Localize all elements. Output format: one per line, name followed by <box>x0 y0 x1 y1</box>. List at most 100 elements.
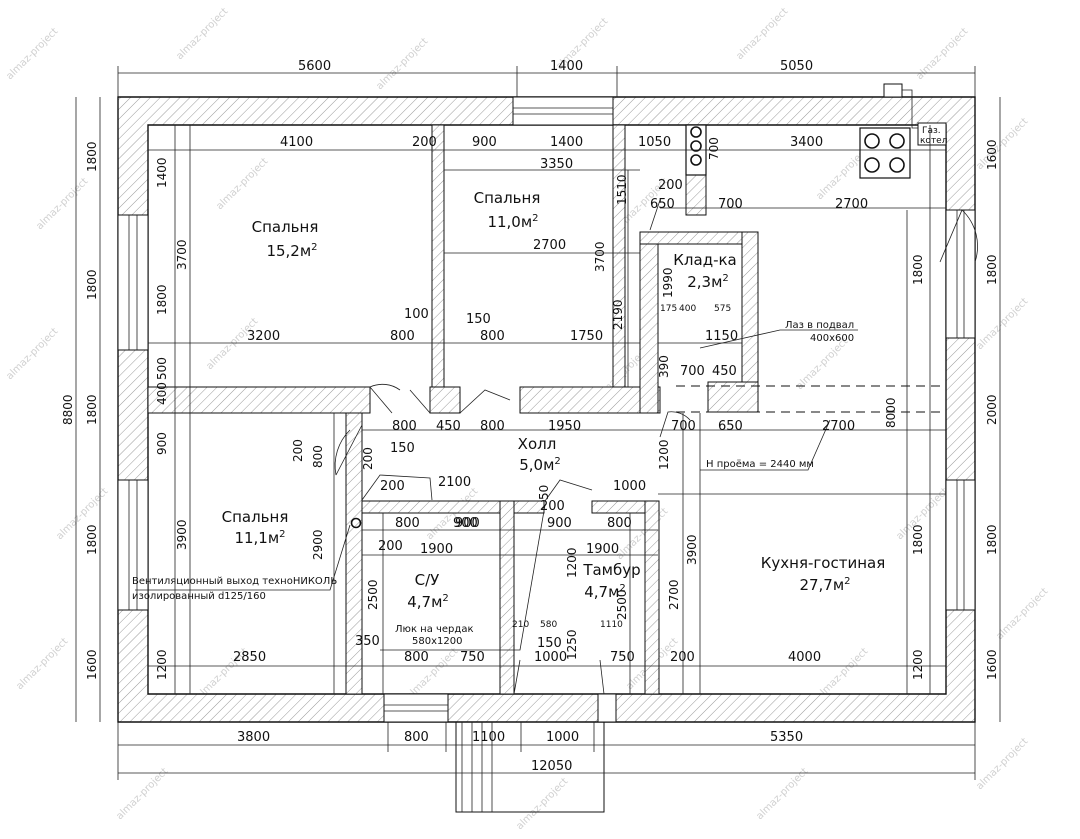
dim-inner-h: 1900 <box>420 542 453 557</box>
dim-inner-h: 200 <box>412 135 437 150</box>
annotations: Лаз в подвал 400х600 Н проёма = 2440 мм … <box>132 126 947 647</box>
svg-text:4,7м2: 4,7м2 <box>407 593 449 611</box>
dim-inner-v: 50 <box>537 485 551 500</box>
dim-inner-h: 4100 <box>280 135 313 150</box>
watermark-text: almaz-project <box>974 296 1030 352</box>
dim-inner-v: 900 <box>155 432 169 455</box>
room-area-sup-bedroom1: 2 <box>311 242 317 253</box>
dim-inner-h: 2700 <box>822 419 855 434</box>
watermark-text: almaz-project <box>14 636 70 692</box>
wall-closet-left <box>639 231 659 414</box>
svg-text:11,0м2: 11,0м2 <box>487 213 538 231</box>
wall-closet-right <box>741 231 759 383</box>
dim-inner-v: 1200 <box>155 649 169 680</box>
dim-inner-v: 1800 <box>911 254 925 285</box>
dim-inner-h: 1950 <box>548 419 581 434</box>
dim-inner-v: 3900 <box>685 534 699 565</box>
watermark-text: almaz-project <box>734 6 790 62</box>
dim-inner-h: 900 <box>547 516 572 531</box>
room-area-bedroom3: 11,1м <box>234 529 279 547</box>
dim-inner-v: 800 <box>311 445 325 468</box>
dim-inner-h: 2700 <box>533 238 566 253</box>
dim-right: 2000 <box>985 394 999 425</box>
dim-inner-v: 200 <box>361 447 375 470</box>
room-area-sup-kitchen: 2 <box>844 576 850 587</box>
dim-inner-h: 650 <box>650 197 675 212</box>
dim-right: 1600 <box>985 139 999 170</box>
svg-text:11,1м2: 11,1м2 <box>234 529 285 547</box>
dim-inner-v: 1200 <box>565 547 579 578</box>
svg-text:15,2м2: 15,2м2 <box>266 242 317 260</box>
watermark-text: almaz-project <box>54 486 110 542</box>
watermark-text: almaz-project <box>424 486 480 542</box>
dim-inner-v: 2190 <box>611 299 625 330</box>
dimension-lines <box>75 66 1001 780</box>
room-area-sup-hall: 2 <box>554 456 560 467</box>
dim-top: 1400 <box>550 59 583 74</box>
room-area-storage: 2,3м <box>687 273 722 291</box>
dim-left: 1800 <box>85 141 99 172</box>
room-name-bedroom1: Спальня <box>252 218 319 236</box>
dim-inner-v: 1800 <box>155 284 169 315</box>
dim-inner-h: 1000 <box>534 650 567 665</box>
watermark-text: almaz-project <box>614 506 670 562</box>
watermark-text: almaz-project <box>4 326 60 382</box>
room-area-bedroom1: 15,2м <box>266 242 311 260</box>
dim-inner-h-small: 210 <box>512 620 529 630</box>
wall-corridor-horizontal <box>147 386 371 414</box>
dim-inner-h: 800 <box>395 516 420 531</box>
dim-left: 1800 <box>85 524 99 555</box>
watermark-text: almaz-project <box>374 36 430 92</box>
dim-inner-h: 800 <box>607 516 632 531</box>
dim-inner-v: 1990 <box>661 267 675 298</box>
dim-inner-h: 200 <box>540 499 565 514</box>
dim-right: 1600 <box>985 649 999 680</box>
note-vent: Вентиляционный выход техноНИКОЛЬ <box>132 576 337 587</box>
dim-inner-h: 1150 <box>705 329 738 344</box>
dim-inner-v: 1800 <box>911 524 925 555</box>
dim-inner-h: 3350 <box>540 157 573 172</box>
room-area-sup-bathroom: 2 <box>442 593 448 604</box>
gas-boiler <box>917 122 947 146</box>
dim-inner-h: 450 <box>436 419 461 434</box>
dim-inner-v: 1510 <box>615 174 629 205</box>
watermark-text: almaz-project <box>974 736 1030 792</box>
windows <box>117 96 976 723</box>
entrance-porch <box>455 721 605 813</box>
watermark-text: almaz-project <box>974 116 1030 172</box>
dim-top: 5050 <box>780 59 813 74</box>
watermark-text: almaz-project <box>204 316 260 372</box>
dim-inner-h: 1000 <box>613 479 646 494</box>
dim-inner-h: 800 <box>390 329 415 344</box>
wall-bath-top <box>361 500 503 514</box>
dim-inner-h: 750 <box>610 650 635 665</box>
dim-inner-h: 150 <box>466 312 491 327</box>
room-area-sup-bedroom2: 2 <box>532 213 538 224</box>
dim-inner-h: 2700 <box>835 197 868 212</box>
wall-bedroom1-bedroom2 <box>431 124 445 388</box>
note-basement-hatch-size: 400х600 <box>810 333 854 344</box>
dim-inner-h-small: 175 <box>660 304 677 314</box>
dim-inner-v: 700 <box>707 137 721 160</box>
wall-closet-bottom <box>707 381 759 413</box>
note-opening-height: Н проёма = 2440 мм <box>706 459 814 470</box>
watermark-text: almaz-project <box>34 176 90 232</box>
dim-inner-v: 1200 <box>911 649 925 680</box>
dim-inner-h: 2850 <box>233 650 266 665</box>
watermark-text: almaz-project <box>914 26 970 82</box>
dim-inner-v: 1250 <box>565 629 579 660</box>
dim-inner-h: 3400 <box>790 135 823 150</box>
dim-inner-h: 900 <box>453 516 478 531</box>
dim-inner-h: 700 <box>718 197 743 212</box>
dim-left: 1800 <box>85 269 99 300</box>
dim-inner-h: 200 <box>670 650 695 665</box>
dim-inner-h: 650 <box>718 419 743 434</box>
watermark-text: almaz-project <box>994 586 1050 642</box>
room-area-bedroom2: 11,0м <box>487 213 532 231</box>
watermark-text: almaz-project <box>214 156 270 212</box>
dim-inner-h: 1050 <box>638 135 671 150</box>
room-name-kitchen: Кухня-гостиная <box>761 554 885 572</box>
wall-bath-right <box>499 500 515 695</box>
dim-inner-h: 1900 <box>586 542 619 557</box>
